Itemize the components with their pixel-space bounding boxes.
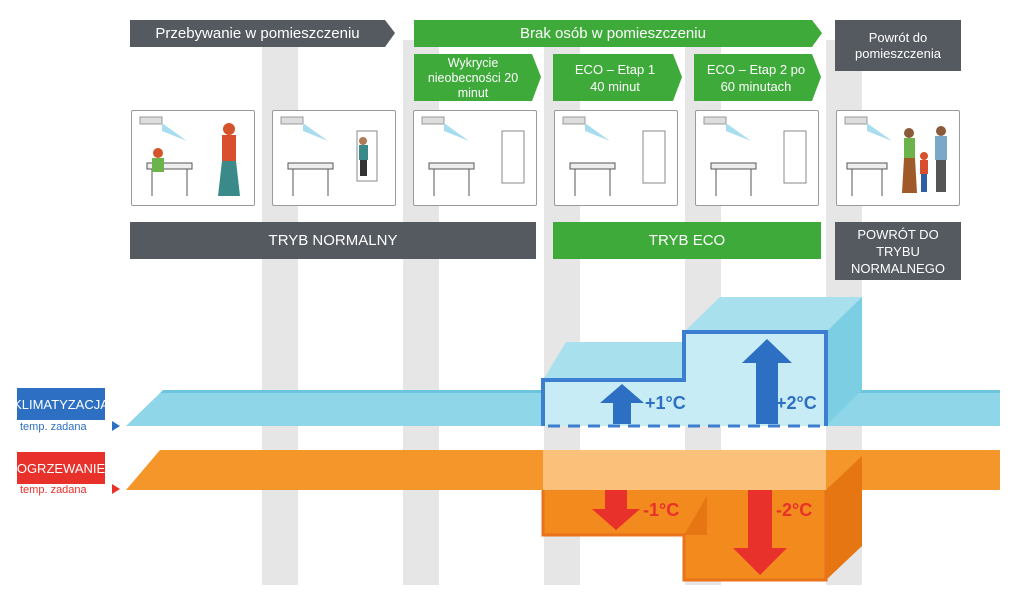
box-eco2 bbox=[694, 54, 821, 101]
cooling-marker-icon bbox=[112, 421, 120, 431]
family-icon bbox=[902, 126, 947, 193]
banner-occupied bbox=[130, 20, 395, 47]
scene-room-with-people bbox=[131, 110, 255, 206]
heating-outline bbox=[541, 490, 828, 582]
cooling-arrow-2 bbox=[742, 339, 792, 424]
cooling-shelf-2 bbox=[684, 297, 862, 332]
scene-empty-room-3 bbox=[695, 110, 819, 206]
mode-eco-label: TRYB ECO bbox=[648, 232, 726, 249]
air-conditioner-icon bbox=[562, 116, 610, 141]
air-conditioner-icon bbox=[139, 116, 187, 141]
cooling-outline bbox=[541, 330, 828, 426]
air-conditioner-icon bbox=[844, 116, 892, 141]
table-icon bbox=[146, 162, 193, 196]
table-icon bbox=[569, 162, 616, 196]
banner-absent bbox=[414, 20, 822, 47]
table-icon bbox=[846, 162, 888, 196]
scene-empty-room-2 bbox=[554, 110, 678, 206]
box-detect bbox=[414, 54, 541, 101]
table-icon bbox=[428, 162, 475, 196]
cooling-band bbox=[126, 297, 1000, 428]
banner-return bbox=[835, 20, 961, 71]
heating-arrow-1 bbox=[592, 490, 640, 530]
cooling-step2-label: +2°C bbox=[776, 393, 817, 413]
cooling-arrow-1 bbox=[600, 384, 644, 424]
substep-eco1-label: ECO – Etap 1 40 minut bbox=[574, 62, 656, 94]
door-icon bbox=[501, 130, 525, 184]
mode-normal-bar bbox=[130, 222, 536, 259]
cooling-step-2 bbox=[684, 332, 826, 426]
substep-detect-label: Wykrycie nieobecności 20 minut bbox=[427, 55, 519, 100]
phase-occupied-label: Przebywanie w pomieszczeniu bbox=[155, 25, 360, 42]
scene-empty-room-1 bbox=[413, 110, 537, 206]
mode-back-bar bbox=[835, 222, 961, 280]
table-icon bbox=[287, 162, 334, 196]
scene-person-leaving bbox=[272, 110, 396, 206]
door-icon bbox=[783, 130, 807, 184]
heating-arrow-2 bbox=[733, 490, 787, 575]
heating-sublabel: temp. zadana bbox=[20, 484, 87, 496]
cooling-sublabel: temp. zadana bbox=[20, 421, 87, 433]
box-eco1 bbox=[553, 54, 682, 101]
cooling-step1-label: +1°C bbox=[645, 393, 686, 413]
door-icon bbox=[356, 130, 378, 182]
cooling-label: KLIMATYZACJA bbox=[13, 388, 109, 420]
mode-normal-label: TRYB NORMALNY bbox=[268, 232, 398, 249]
mode-eco-bar bbox=[553, 222, 821, 259]
air-conditioner-icon bbox=[280, 116, 328, 141]
scene-family-returning bbox=[836, 110, 960, 206]
heating-band bbox=[126, 450, 1000, 582]
mode-back-label: POWRÓT DO TRYBU NORMALNEGO bbox=[851, 226, 945, 276]
heating-step2-label: -2°C bbox=[776, 500, 813, 520]
mode-bars bbox=[130, 222, 961, 280]
person-icon bbox=[359, 137, 368, 176]
phase-absent-label: Brak osób w pomieszczeniu bbox=[520, 25, 706, 42]
door-icon bbox=[642, 130, 666, 184]
table-icon bbox=[710, 162, 757, 196]
heating-marker-icon bbox=[112, 484, 120, 494]
person-icon bbox=[152, 148, 164, 172]
phase-return-label: Powrót do pomieszczenia bbox=[855, 29, 941, 61]
phase-banners bbox=[130, 20, 961, 101]
heating-highlight bbox=[543, 450, 826, 490]
heating-label: OGRZEWANIE bbox=[17, 452, 105, 484]
air-conditioner-icon bbox=[421, 116, 469, 141]
air-conditioner-icon bbox=[703, 116, 751, 141]
person-standing-icon bbox=[218, 123, 240, 196]
substep-eco2-label: ECO – Etap 2 po 60 minutach bbox=[706, 62, 806, 94]
cooling-side bbox=[826, 297, 862, 426]
heating-side bbox=[826, 456, 862, 580]
cooling-shelf-1 bbox=[543, 342, 707, 380]
heating-step1-label: -1°C bbox=[643, 500, 680, 520]
heating-inner-step bbox=[684, 496, 707, 535]
